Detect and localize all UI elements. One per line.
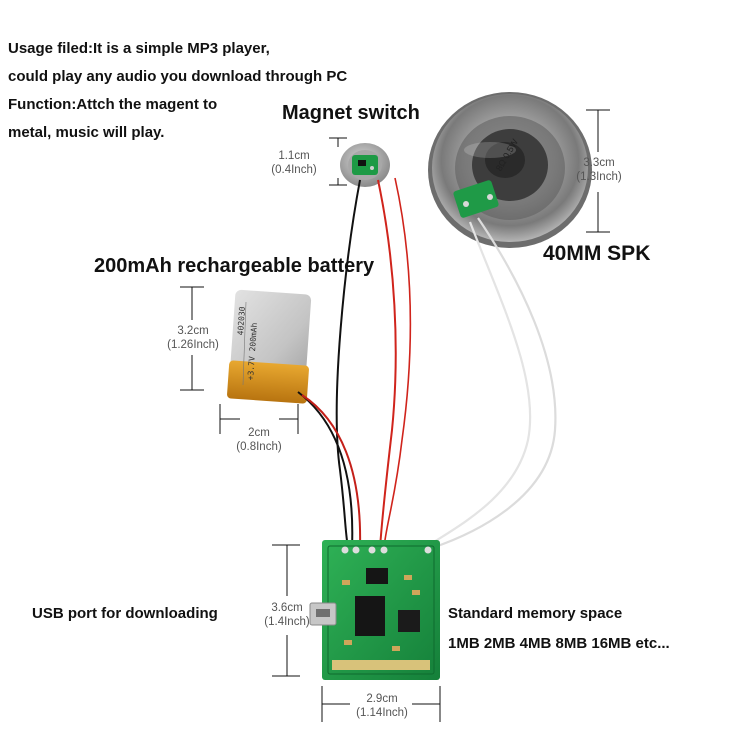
magnet-switch xyxy=(340,143,390,187)
battery-height-dimension: 3.2cm (1.26Inch) xyxy=(158,324,228,352)
battery-width-dim-cm: 2cm xyxy=(248,427,270,439)
speaker-dim-cm: 3.3cm xyxy=(583,157,615,169)
mp3-board xyxy=(309,540,440,680)
speaker-dimension: 3.3cm (1.3Inch) xyxy=(566,156,632,184)
speaker xyxy=(428,92,592,248)
battery-height-dim-cm: 3.2cm xyxy=(177,325,209,337)
battery-label: 200mAh rechargeable battery xyxy=(94,255,375,277)
speaker-label: 40MM SPK xyxy=(543,242,651,265)
magnet-dimension: 1.1cm (0.4Inch) xyxy=(262,149,326,177)
memory-sizes-label: 1MB 2MB 4MB 8MB 16MB etc... xyxy=(448,635,670,652)
battery xyxy=(227,289,312,404)
board-width-dim-inch: (1.14Inch) xyxy=(356,707,408,719)
intro-line-2: could play any audio you download throug… xyxy=(8,68,348,85)
memory-title-label: Standard memory space xyxy=(448,605,623,622)
intro-line-4: metal, music will play. xyxy=(8,124,165,141)
board-width-dim-cm: 2.9cm xyxy=(366,693,398,705)
battery-width-dim-inch: (0.8Inch) xyxy=(236,441,282,453)
battery-height-dim-inch: (1.26Inch) xyxy=(167,339,219,351)
board-height-dim-cm: 3.6cm xyxy=(271,602,303,614)
usb-port-label: USB port for downloading xyxy=(32,605,218,622)
intro-line-3: Function:Attch the magent to xyxy=(8,96,218,113)
board-height-dimension: 3.6cm (1.4Inch) xyxy=(252,601,322,629)
magnet-dim-cm: 1.1cm xyxy=(278,150,310,162)
speaker-dim-inch: (1.3Inch) xyxy=(576,171,622,183)
dimension-lines xyxy=(180,109,610,722)
board-width-dimension: 2.9cm (1.14Inch) xyxy=(346,692,418,720)
magnet-switch-label: Magnet switch xyxy=(282,102,420,124)
battery-width-dimension: 2cm (0.8Inch) xyxy=(224,426,294,454)
intro-line-1: Usage filed:It is a simple MP3 player, xyxy=(8,40,270,57)
magnet-dim-inch: (0.4Inch) xyxy=(271,164,317,176)
board-height-dim-inch: (1.4Inch) xyxy=(264,616,310,628)
